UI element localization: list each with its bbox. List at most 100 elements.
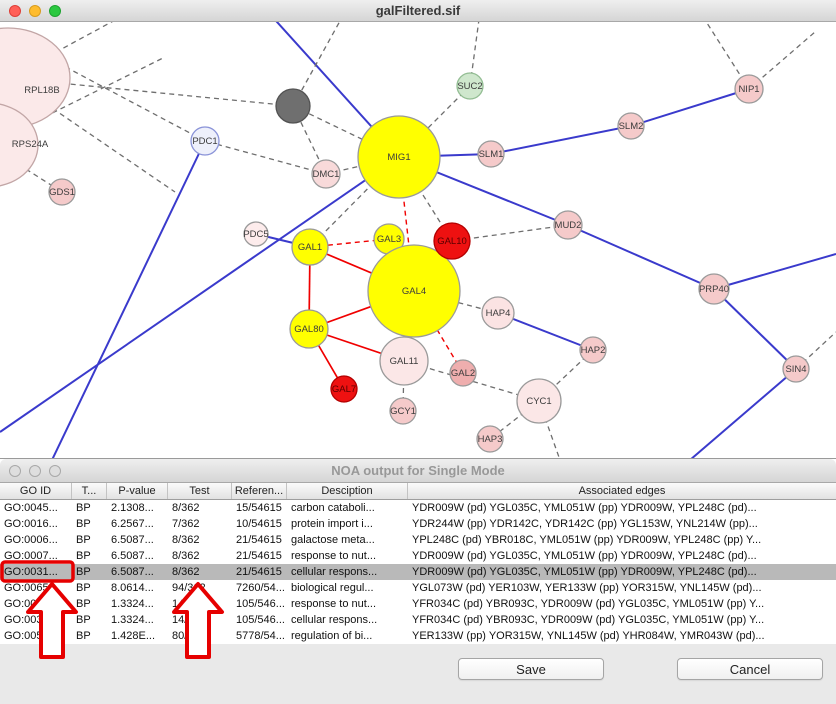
- node-cyc1[interactable]: [516, 378, 562, 424]
- node-label: GAL3: [377, 234, 401, 245]
- node-gal1[interactable]: [291, 228, 329, 266]
- edge-red-dash[interactable]: [413, 290, 464, 374]
- cell-test: 7/362: [172, 518, 200, 530]
- node-gal80[interactable]: [289, 309, 329, 349]
- node-label: GAL2: [451, 368, 475, 379]
- cell-reference: 105/546...: [236, 614, 285, 626]
- edge-pp[interactable]: [0, 145, 63, 193]
- node-gds1[interactable]: [48, 178, 76, 206]
- node-gal2[interactable]: [449, 359, 477, 387]
- node-dmc1[interactable]: [311, 159, 341, 189]
- node-hap4[interactable]: [481, 296, 515, 330]
- cell-go-id: GO:0050...: [4, 630, 58, 642]
- node-pdc5[interactable]: [243, 221, 269, 247]
- close-button[interactable]: [9, 4, 21, 17]
- cell-reference: 21/54615: [236, 534, 282, 546]
- zoom-button[interactable]: [49, 4, 61, 17]
- cell-p-value: 6.5087...: [111, 566, 154, 578]
- node-label: CYC1: [526, 396, 551, 407]
- node-mig1[interactable]: [357, 115, 441, 199]
- edge-pd[interactable]: [630, 88, 750, 127]
- edge-pd[interactable]: [497, 312, 594, 351]
- node-sin4[interactable]: [782, 355, 810, 383]
- edge-pp[interactable]: [7, 77, 176, 193]
- node-prp40[interactable]: [698, 273, 730, 305]
- cell-reference: 7260/54...: [236, 582, 285, 594]
- cell-p-value: 1.428E...: [111, 630, 156, 642]
- edge-pd[interactable]: [0, 156, 400, 433]
- edge-pp[interactable]: [292, 105, 400, 158]
- minimize-button[interactable]: [29, 464, 41, 477]
- edge-pp[interactable]: [204, 140, 327, 175]
- minimize-button[interactable]: [29, 4, 41, 17]
- node-slm1[interactable]: [477, 140, 505, 168]
- edge-pd[interactable]: [713, 253, 836, 290]
- edge-pd[interactable]: [713, 288, 797, 370]
- cell-description: carbon cataboli...: [291, 502, 375, 514]
- column-header-reference[interactable]: Referen...: [232, 483, 287, 499]
- column-header-p-value[interactable]: P-value: [107, 483, 168, 499]
- node-nip1[interactable]: [734, 74, 764, 104]
- node-label: GAL80: [294, 324, 324, 335]
- zoom-button[interactable]: [49, 464, 61, 477]
- node-mud2[interactable]: [553, 210, 583, 240]
- node-pdc1[interactable]: [190, 126, 220, 156]
- edge-pp[interactable]: [403, 360, 540, 402]
- column-header-type[interactable]: T...: [72, 483, 107, 499]
- column-header-test[interactable]: Test: [168, 483, 232, 499]
- edge-pp[interactable]: [748, 31, 816, 90]
- close-button[interactable]: [9, 464, 21, 477]
- node-gal11[interactable]: [379, 336, 429, 386]
- cell-description: biological regul...: [291, 582, 374, 594]
- column-header-go-id[interactable]: GO ID: [0, 483, 72, 499]
- cell-associated-edges: YGL073W (pd) YER103W, YER133W (pp) YOR31…: [412, 582, 762, 594]
- edge-pp[interactable]: [700, 22, 750, 90]
- graph-window-titlebar[interactable]: galFiltered.sif: [0, 0, 836, 22]
- cell-description: cellular respons...: [291, 566, 378, 578]
- edge-pd[interactable]: [51, 140, 206, 458]
- cancel-button[interactable]: Cancel: [677, 658, 823, 680]
- node-rps24a[interactable]: [0, 103, 39, 187]
- node-label: HAP3: [478, 434, 503, 445]
- node-hap2[interactable]: [579, 336, 607, 364]
- node-label: MUD2: [555, 220, 582, 231]
- edge-pp[interactable]: [59, 63, 206, 142]
- cell-test: 14/362: [172, 614, 206, 626]
- node-gal4[interactable]: [367, 244, 461, 338]
- cell-associated-edges: YPL248C (pd) YBR018C, YML051W (pp) YDR00…: [412, 534, 762, 546]
- edge-pd[interactable]: [690, 368, 797, 458]
- node-suc2[interactable]: [456, 72, 484, 100]
- node-label: PDC5: [243, 229, 268, 240]
- node-unlabeled[interactable]: [275, 88, 311, 124]
- cell-p-value: 6.2567...: [111, 518, 154, 530]
- node-slm2[interactable]: [617, 112, 645, 140]
- cell-reference: 21/54615: [236, 550, 282, 562]
- edge-pd[interactable]: [567, 224, 715, 290]
- column-header-description[interactable]: Desciption: [287, 483, 408, 499]
- node-gal7[interactable]: [330, 375, 358, 403]
- cell-associated-edges: YER133W (pp) YOR315W, YNL145W (pd) YHR08…: [412, 630, 765, 642]
- column-header-associated-edges[interactable]: Associated edges: [578, 485, 666, 497]
- edge-pd[interactable]: [490, 125, 632, 155]
- node-hap3[interactable]: [476, 425, 504, 453]
- node-gal10[interactable]: [433, 222, 471, 260]
- node-gcy1[interactable]: [389, 397, 417, 425]
- edge-pp[interactable]: [0, 56, 166, 145]
- cell-p-value: 8.0614...: [111, 582, 154, 594]
- network-graph: RPL18BRPS24AGDS1PDC1MIG1SUC2SLM1SLM2NIP1…: [0, 22, 836, 458]
- edge-pp[interactable]: [451, 224, 569, 242]
- save-button[interactable]: Save: [458, 658, 604, 680]
- node-label: GAL10: [437, 236, 467, 247]
- noa-window-titlebar[interactable]: NOA output for Single Mode: [0, 459, 836, 483]
